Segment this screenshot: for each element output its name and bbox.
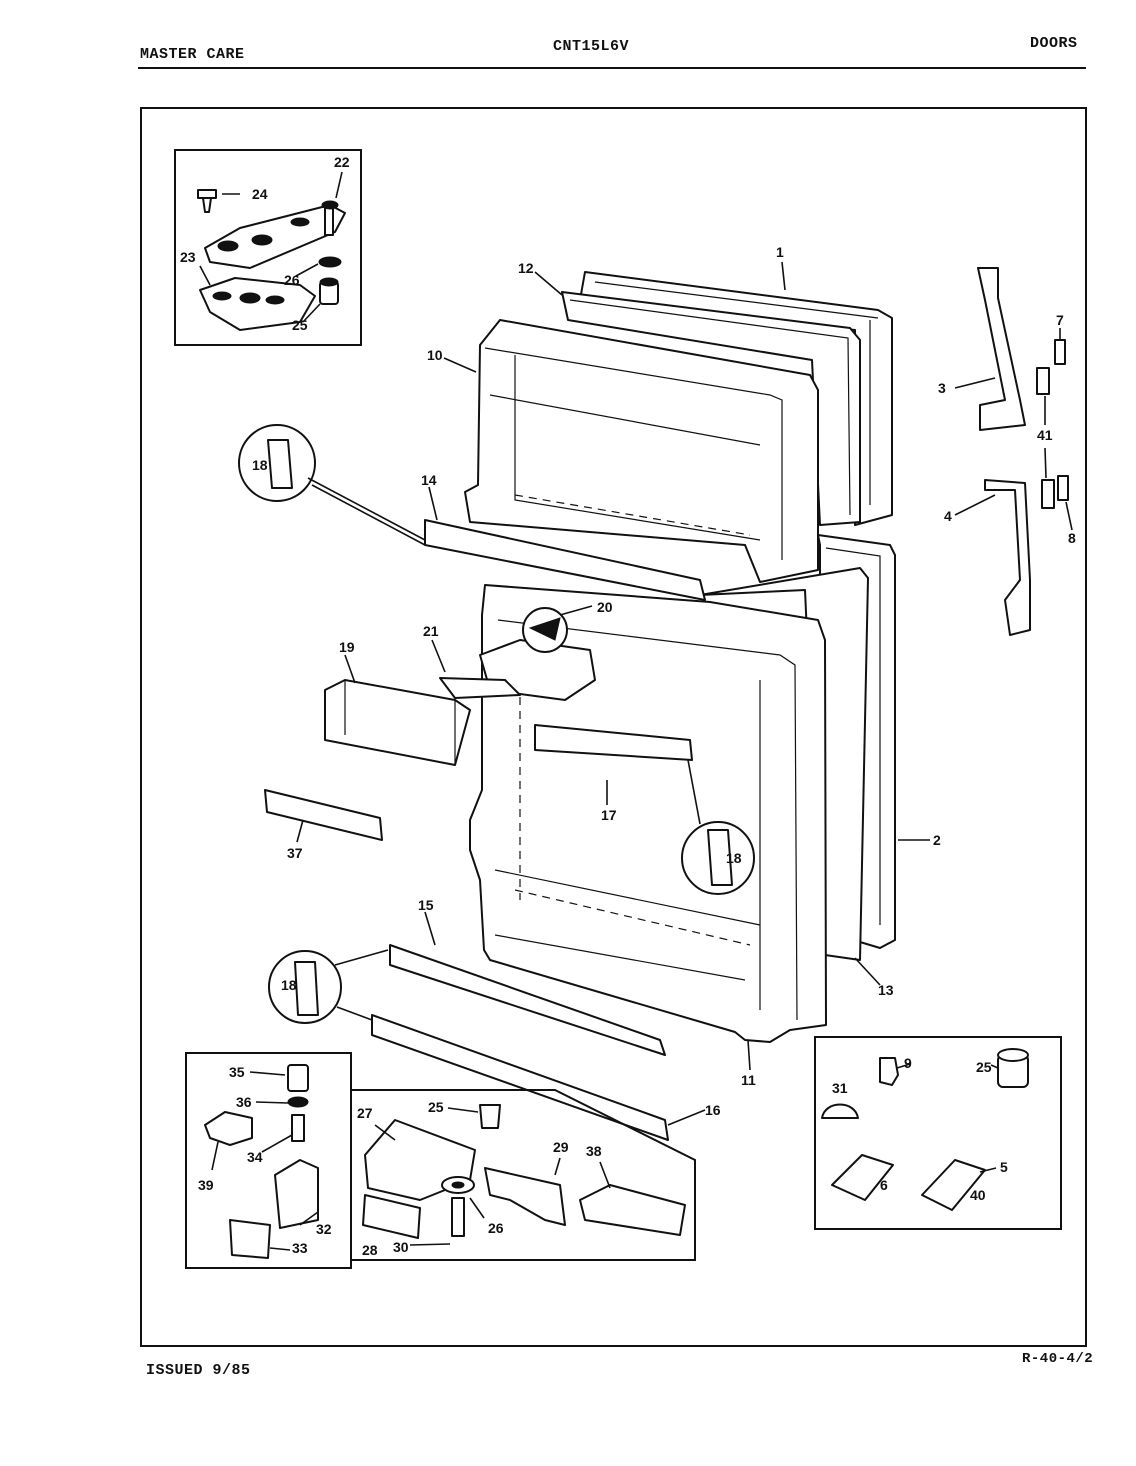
diagram-frame: [140, 107, 1087, 1347]
inset-center-hinge: [351, 1089, 696, 1261]
callout-40: 40: [970, 1187, 986, 1203]
callout-12: 12: [518, 260, 534, 276]
header-brand: MASTER CARE: [140, 46, 245, 63]
header-model-number: CNT15L6V: [553, 38, 630, 55]
leader-lines: [296, 261, 1073, 1126]
callout-3: 3: [938, 380, 946, 396]
callout-labels: 1 2 3 4 5 6 7 8 9 10 11 12 13 14 15 16 1…: [180, 154, 1076, 1258]
callout-34: 34: [247, 1149, 263, 1165]
footer-issued: ISSUED 9/85: [146, 1362, 251, 1379]
callout-27: 27: [357, 1105, 373, 1121]
callout-25-top: 25: [292, 317, 308, 333]
callout-15: 15: [418, 897, 434, 913]
clip-detail-circles: [238, 424, 755, 1024]
callout-20: 20: [597, 599, 613, 615]
callout-7: 7: [1056, 312, 1064, 328]
callout-23: 23: [180, 249, 196, 265]
callout-28: 28: [362, 1242, 378, 1258]
callout-8: 8: [1068, 530, 1076, 546]
door-handles: [977, 267, 1069, 636]
callout-26-top: 26: [284, 272, 300, 288]
freezer-door-assembly: [464, 271, 893, 583]
callout-35: 35: [229, 1064, 245, 1080]
footer-code: R-40-4/2: [1022, 1351, 1094, 1367]
callout-31: 31: [832, 1080, 848, 1096]
callout-25-center: 25: [428, 1099, 444, 1115]
header-section: DOORS: [1030, 35, 1078, 52]
callout-17: 17: [601, 807, 617, 823]
callout-19: 19: [339, 639, 355, 655]
callout-6: 6: [880, 1177, 888, 1193]
callout-24: 24: [252, 186, 268, 202]
callout-16: 16: [705, 1102, 721, 1118]
callout-26-center: 26: [488, 1220, 504, 1236]
callout-32: 32: [316, 1221, 332, 1237]
callout-38: 38: [586, 1143, 602, 1159]
callout-10: 10: [427, 347, 443, 363]
callout-18-bottom: 18: [281, 977, 297, 993]
callout-5: 5: [1000, 1159, 1008, 1175]
fresh-food-door-assembly: [469, 534, 896, 1043]
callout-2: 2: [933, 832, 941, 848]
inset-lower-hinge: [185, 1052, 352, 1269]
inset-right-parts: [814, 1036, 1062, 1230]
callout-33: 33: [292, 1240, 308, 1256]
callout-1: 1: [776, 244, 784, 260]
callout-11: 11: [741, 1072, 756, 1088]
callout-13: 13: [878, 982, 894, 998]
callout-41: 41: [1037, 427, 1053, 443]
callout-25-right: 25: [976, 1059, 992, 1075]
callout-30: 30: [393, 1239, 409, 1255]
inset-top-hinge: [174, 149, 362, 346]
callout-18-top: 18: [252, 457, 268, 473]
header-rule: [138, 67, 1086, 69]
callout-29: 29: [553, 1139, 569, 1155]
callout-14: 14: [421, 472, 437, 488]
callout-9: 9: [904, 1055, 912, 1071]
callout-36: 36: [236, 1094, 252, 1110]
callout-22: 22: [334, 154, 350, 170]
callout-18-middle: 18: [726, 850, 742, 866]
callout-39: 39: [198, 1177, 214, 1193]
callout-37: 37: [287, 845, 303, 861]
callout-4: 4: [944, 508, 952, 524]
callout-21: 21: [423, 623, 439, 639]
